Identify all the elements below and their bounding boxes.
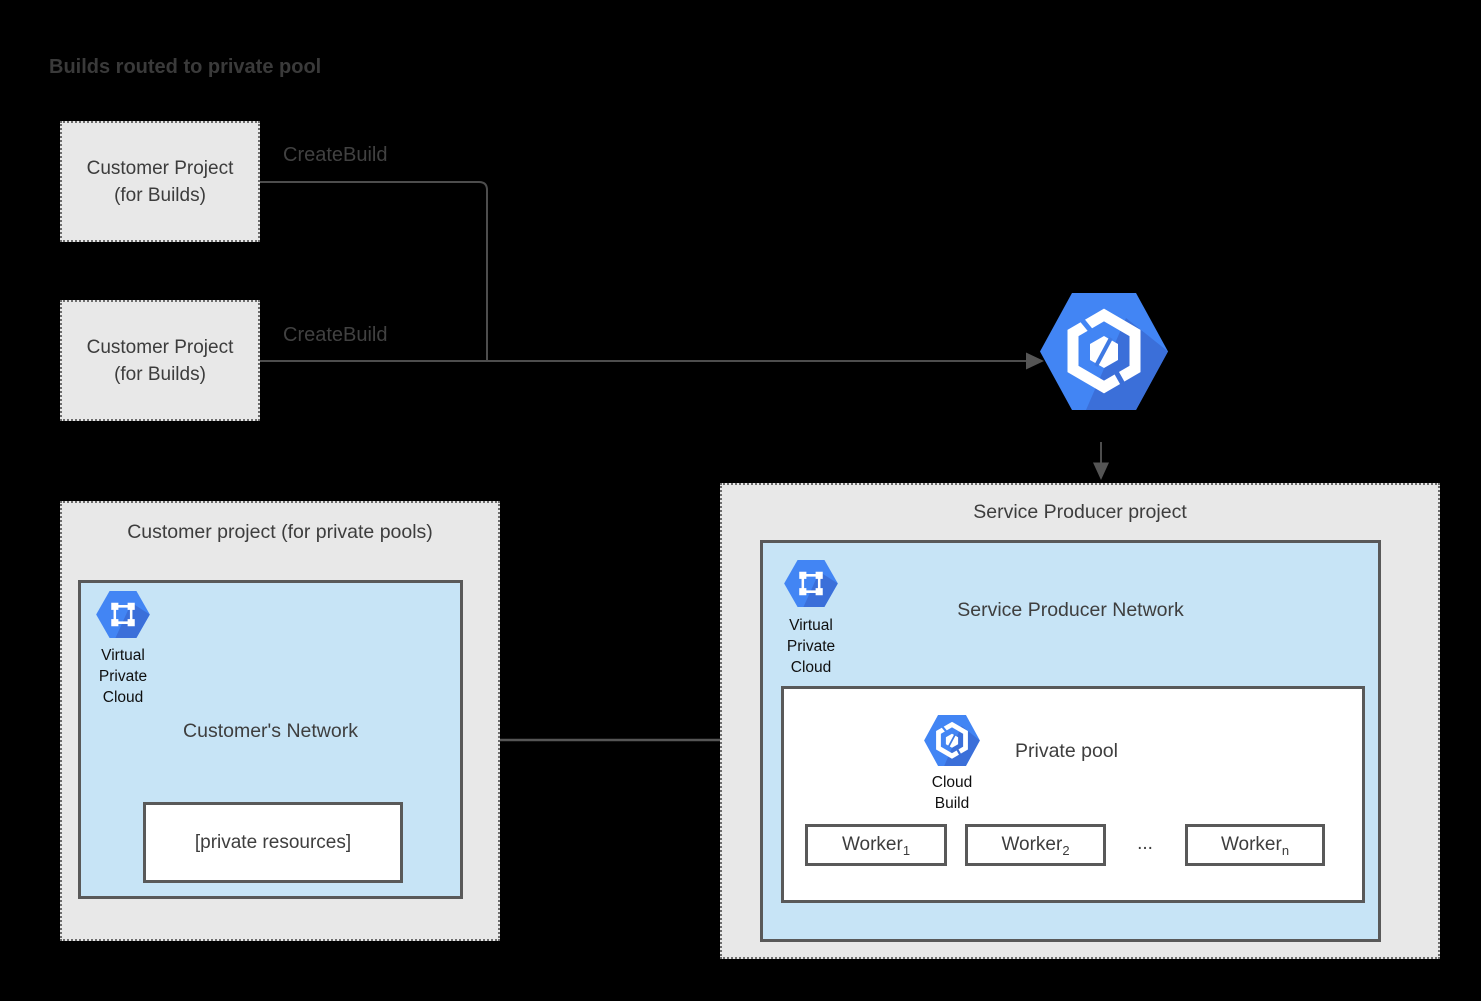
private-pool-title: Private pool: [1015, 740, 1118, 762]
worker-ellipsis: ...: [1137, 833, 1153, 854]
customer-project-builds-box-1: Customer Project (for Builds): [60, 121, 260, 242]
diagram-title: Builds routed to private pool: [49, 56, 322, 78]
createbuild-label-1: CreateBuild: [283, 144, 388, 166]
vpc-icon-label: Virtual Private Cloud: [786, 617, 836, 676]
private-resources-label: [private resources]: [194, 831, 352, 853]
worker-box-1: Worker1: [805, 824, 947, 866]
vpc-icon-label: Virtual Private Cloud: [98, 647, 148, 706]
private-resources-box: [private resources]: [143, 802, 403, 883]
customer-pool-project-title: Customer project (for private pools): [127, 521, 433, 543]
cloud-build-icon-label: Cloud Build: [931, 774, 973, 812]
cloud-build-icon-small: [924, 715, 980, 766]
customer-network-title: Customer's Network: [183, 720, 358, 742]
service-producer-network-box: Virtual Private Cloud Service Producer N…: [760, 540, 1381, 942]
service-producer-project-title: Service Producer project: [973, 501, 1187, 523]
service-producer-network-title: Service Producer Network: [957, 599, 1184, 621]
arrowhead-to-service-producer: [1093, 462, 1109, 480]
worker-box-2: Worker2: [965, 824, 1106, 866]
virtual-private-cloud-icon: [784, 560, 838, 607]
private-pool-box: Cloud Build Private pool Worker1 Worker2…: [781, 686, 1365, 903]
service-producer-project-box: Service Producer project: [720, 483, 1440, 959]
virtual-private-cloud-icon: [96, 591, 150, 638]
worker-box-n: Workern: [1185, 824, 1325, 866]
customer-project-builds-label-2: Customer Project (for Builds): [86, 336, 234, 385]
createbuild-label-2: CreateBuild: [283, 324, 388, 346]
customer-pool-project-box: Customer project (for private pools): [60, 501, 500, 941]
customer-project-builds-box-2: Customer Project (for Builds): [60, 300, 260, 421]
customer-network-box: Virtual Private Cloud Customer's Network…: [78, 580, 463, 899]
cloud-build-icon: [1040, 293, 1168, 410]
customer-project-builds-label-1: Customer Project (for Builds): [86, 157, 234, 206]
